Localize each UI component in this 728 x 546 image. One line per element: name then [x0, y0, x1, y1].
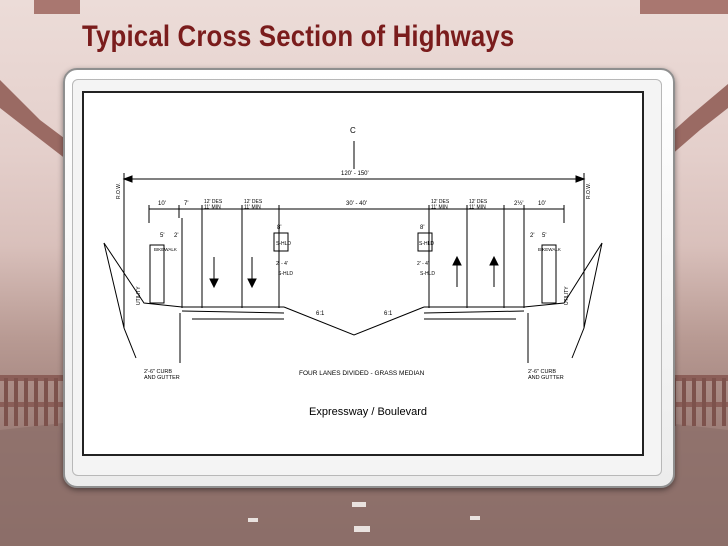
outer-strip-right-label: 10': [538, 201, 546, 207]
section-name: Expressway / Boulevard: [309, 406, 427, 418]
shoulder-right-width: 8': [420, 225, 424, 231]
shoulder-left-label: S-HLD: [276, 241, 291, 247]
sidewalk-left-width: 5': [160, 233, 164, 239]
shoulder-left-inner-width: 2' - 4': [276, 261, 288, 267]
sidewalk-right-gap: 2': [530, 233, 534, 239]
offset-right-label: 2½': [514, 200, 524, 207]
sidewalk-left-label: BIKEWALK: [154, 247, 177, 252]
overall-width-label: 120' - 150': [341, 171, 369, 177]
section-description: FOUR LANES DIVIDED - GRASS MEDIAN: [299, 370, 425, 377]
shoulder-left-inner-label: S-HLD: [278, 271, 293, 277]
slide-title: Typical Cross Section of Highways: [82, 20, 515, 53]
utility-left-label: UTILITY: [136, 286, 142, 305]
shoulder-right-label: S-HLD: [419, 241, 434, 247]
cross-section-svg: C 120' - 150' 30' - 40' 10' 10' 7' 2½' 1…: [103, 126, 603, 418]
slope-right-label: 6:1: [384, 311, 393, 317]
sidewalk-right-label: BIKEWALK: [538, 247, 561, 252]
shoulder-right-inner-width: 2' - 4': [417, 261, 429, 267]
sidewalk-right-width: 5': [542, 233, 546, 239]
centerline-mark: C: [350, 126, 356, 135]
shoulder-right-inner-label: S-HLD: [420, 271, 435, 277]
row-right-label: R.O.W.: [586, 183, 592, 199]
shoulder-left-width: 8': [277, 225, 281, 231]
median-width-label: 30' - 40': [346, 201, 367, 207]
row-left-label: R.O.W.: [116, 183, 122, 199]
cross-section-drawing: C 120' - 150' 30' - 40' 10' 10' 7' 2½' 1…: [82, 91, 644, 456]
offset-left-label: 7': [184, 201, 188, 207]
slope-left-label: 6:1: [316, 311, 325, 317]
outer-strip-left-label: 10': [158, 201, 166, 207]
utility-right-label: UTILITY: [564, 286, 570, 305]
sidewalk-left-gap: 2': [174, 233, 178, 239]
